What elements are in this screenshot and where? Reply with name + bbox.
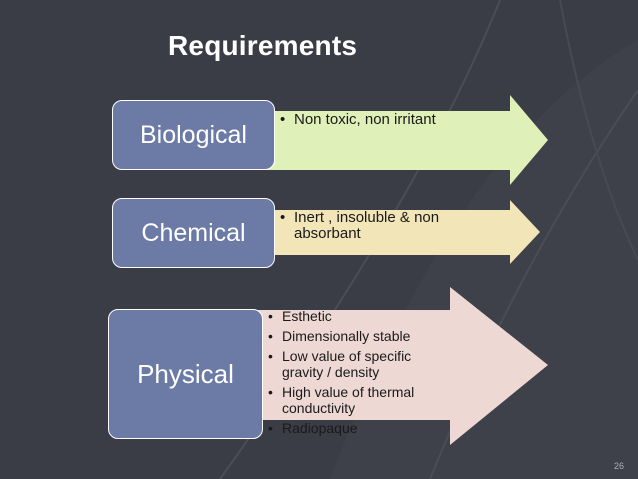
- category-label: Chemical: [141, 218, 246, 247]
- category-label: Biological: [139, 120, 247, 149]
- bullet-item: Low value of specific gravity / density: [268, 348, 438, 380]
- category-box-chemical: Chemical: [112, 198, 275, 268]
- category-box-physical: Physical: [108, 309, 263, 439]
- bullet-item: Radiopaque: [268, 420, 438, 436]
- bullet-item: High value of thermal conductivity: [268, 384, 438, 416]
- bullet-item: Inert , insoluble & non absorbant: [280, 210, 480, 242]
- biological-bullets: Non toxic, non irritant: [280, 112, 480, 132]
- chemical-bullets: Inert , insoluble & non absorbant: [280, 210, 480, 246]
- bullet-item: Dimensionally stable: [268, 328, 438, 344]
- bullet-item: Non toxic, non irritant: [280, 112, 480, 129]
- slide-title: Requirements: [168, 30, 358, 61]
- category-box-biological: Biological: [112, 100, 275, 170]
- category-label: Physical: [137, 358, 234, 389]
- physical-bullets: Esthetic Dimensionally stable Low value …: [268, 308, 438, 440]
- page-number: 26: [613, 461, 624, 471]
- background-curve: [559, 0, 638, 261]
- biological-arrow: [250, 95, 548, 185]
- bullet-item: Esthetic: [268, 308, 438, 324]
